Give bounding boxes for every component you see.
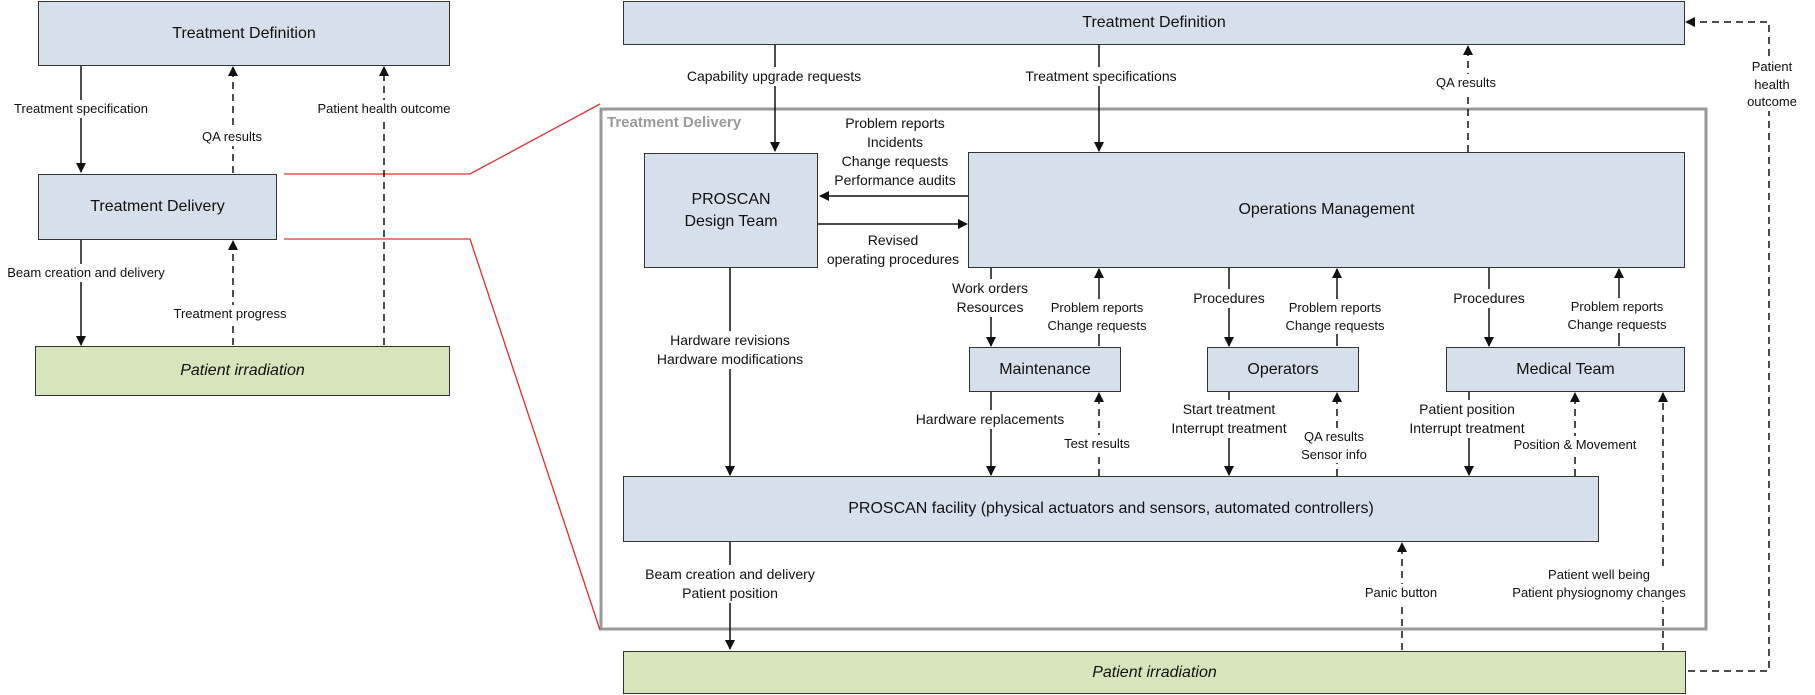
treatment-delivery-frame-title: Treatment Delivery xyxy=(607,114,742,131)
label-qa-results-left: QA results xyxy=(202,128,262,146)
operations-management-box: Operations Management xyxy=(968,152,1685,268)
label-panic-button: Panic button xyxy=(1364,584,1438,602)
left-treatment-definition-box: Treatment Definition xyxy=(38,1,450,66)
zoom-lines xyxy=(284,103,601,631)
design-team-box: PROSCAN Design Team xyxy=(644,153,818,268)
label-work-orders: Work orders Resources xyxy=(952,279,1028,317)
label-problem-reports-medical: Problem reports Change requests xyxy=(1567,298,1667,334)
label-patient-well-being: Patient well being Patient physiognomy c… xyxy=(1512,566,1686,602)
label-capability-upgrade: Capability upgrade requests xyxy=(686,67,862,86)
label-procedures-medical: Procedures xyxy=(1453,289,1525,308)
medical-team-box: Medical Team xyxy=(1446,347,1685,392)
label-problem-reports-maintenance: Problem reports Change requests xyxy=(1047,299,1147,335)
label-hardware-revisions: Hardware revisions Hardware modification… xyxy=(656,331,804,369)
maintenance-box: Maintenance xyxy=(969,347,1121,392)
label-start-treatment: Start treatment Interrupt treatment xyxy=(1171,400,1287,438)
label-beam-creation-right: Beam creation and delivery Patient posit… xyxy=(645,565,815,603)
operators-box: Operators xyxy=(1207,347,1359,392)
label-qa-results-sensor: QA results Sensor info xyxy=(1301,428,1367,464)
label-patient-health-outcome-left: Patient health outcome xyxy=(317,100,451,118)
label-position-movement: Position & Movement xyxy=(1513,436,1637,454)
label-treatment-progress: Treatment progress xyxy=(173,305,287,323)
label-treatment-specifications: Treatment specifications xyxy=(1025,67,1177,86)
label-beam-creation-left: Beam creation and delivery xyxy=(7,264,165,282)
label-test-results: Test results xyxy=(1064,435,1130,453)
label-problem-reports-ops: Problem reports Incidents Change request… xyxy=(834,115,956,188)
label-patient-health-outcome-right: Patient health outcome xyxy=(1747,58,1797,111)
label-revised-procedures: Revised operating procedures xyxy=(826,232,960,267)
label-procedures-operators: Procedures xyxy=(1193,289,1265,308)
label-treatment-specification: Treatment specification xyxy=(14,100,148,118)
left-treatment-delivery-box: Treatment Delivery xyxy=(38,174,277,240)
right-treatment-definition-box: Treatment Definition xyxy=(623,1,1685,45)
label-qa-results-top: QA results xyxy=(1436,74,1496,92)
label-patient-position-interrupt: Patient position Interrupt treatment xyxy=(1409,400,1525,438)
treatment-delivery-frame xyxy=(599,107,1708,631)
proscan-facility-box: PROSCAN facility (physical actuators and… xyxy=(623,476,1599,542)
label-problem-reports-operators: Problem reports Change requests xyxy=(1285,299,1385,335)
right-patient-irradiation-box: Patient irradiation xyxy=(623,651,1686,694)
label-hardware-replacements: Hardware replacements xyxy=(915,410,1065,429)
left-patient-irradiation-box: Patient irradiation xyxy=(35,346,450,396)
